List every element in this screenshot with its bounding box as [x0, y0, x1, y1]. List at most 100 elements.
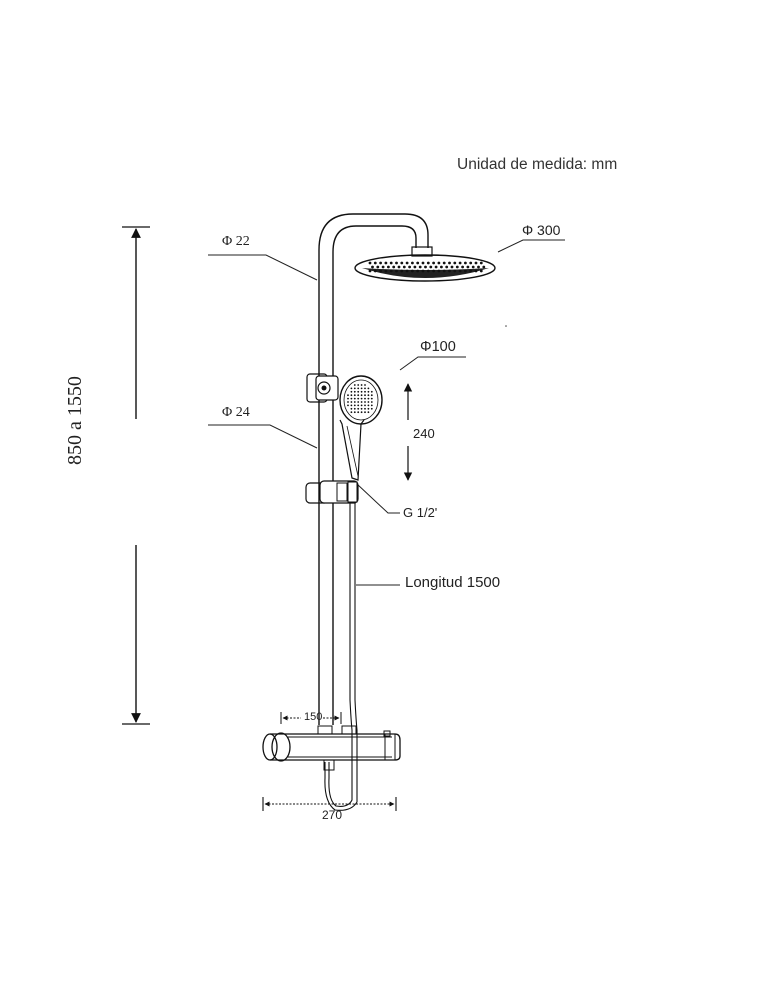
nozzle-dot — [448, 261, 451, 265]
nozzle-dot — [474, 269, 478, 273]
hand-nozzle-dot — [360, 407, 363, 410]
nozzle-dot — [453, 261, 457, 265]
nozzle-dot — [432, 269, 435, 273]
hand-nozzle-dot — [364, 411, 366, 414]
hand-nozzle-dot — [353, 404, 356, 407]
hand-nozzle-dot — [353, 384, 356, 386]
nozzle-dot — [418, 265, 422, 269]
nozzle-dot — [373, 261, 377, 265]
hand-nozzle-dot — [353, 387, 356, 390]
nozzle-dot — [405, 261, 409, 265]
nozzle-dot — [471, 265, 475, 269]
nozzle-dot — [464, 261, 467, 265]
nozzle-dot — [458, 269, 462, 273]
nozzle-dot — [411, 269, 414, 273]
hand-nozzle-dot — [350, 390, 353, 393]
center-distance-dimension — [280, 712, 342, 724]
hand-nozzle-dot — [350, 407, 353, 410]
hand-nozzle-dot — [350, 387, 353, 390]
mixer-width-dimension — [262, 797, 397, 811]
hand-nozzle-dot — [360, 404, 363, 407]
hand-nozzle-dot — [357, 390, 360, 393]
hand-nozzle-dot — [364, 387, 366, 390]
hand-nozzle-dot — [357, 394, 360, 397]
hand-nozzle-dot — [370, 404, 373, 407]
shower-nozzles — [368, 261, 486, 273]
hand-nozzle-dot — [364, 404, 366, 407]
hand-nozzle-dot — [367, 401, 370, 403]
nozzle-dot — [445, 265, 449, 269]
hand-nozzle-dot — [370, 397, 373, 400]
hand-nozzle-dot — [364, 394, 366, 397]
hand-nozzle-dot — [353, 411, 356, 414]
hand-nozzle-dot — [353, 401, 356, 403]
hand-nozzle-dot — [367, 404, 370, 407]
nozzle-dot — [461, 265, 464, 269]
nozzle-dot — [434, 265, 438, 269]
hand-nozzle-dot — [353, 394, 356, 397]
mixer-width-label: 270 — [322, 808, 343, 822]
center-distance-label: 150 — [304, 711, 323, 723]
riser-diameter-label: Φ 22 — [222, 234, 250, 249]
hand-nozzle-dot — [360, 394, 363, 397]
wall-bracket — [306, 373, 339, 403]
nozzle-dot — [400, 261, 404, 265]
nozzle-dot — [405, 269, 409, 273]
nozzle-dot — [477, 265, 480, 269]
nozzle-dot — [426, 269, 430, 273]
hand-nozzle-dot — [367, 387, 370, 390]
hand-nozzle-dot — [367, 394, 370, 397]
rain-shower-head — [354, 246, 496, 282]
nozzle-dot — [397, 265, 401, 269]
hand-nozzle-dot — [357, 384, 360, 386]
hand-nozzle-dot — [347, 401, 349, 403]
bar-diameter-label: Φ 24 — [222, 405, 250, 420]
hand-nozzle-dot — [350, 394, 353, 397]
nozzle-dot — [411, 261, 414, 265]
leader-lines — [208, 239, 565, 586]
hand-nozzle-dot — [347, 397, 349, 400]
nozzle-dot — [469, 261, 473, 265]
nozzle-dot — [448, 269, 451, 273]
hand-nozzle-dot — [364, 401, 366, 403]
hand-nozzle-dot — [367, 397, 370, 400]
hand-nozzle-dot — [353, 407, 356, 410]
nozzle-dot — [442, 261, 446, 265]
thermostatic-mixer — [262, 725, 401, 771]
hand-nozzle-dot — [350, 404, 353, 407]
nozzle-dot — [384, 269, 388, 273]
nozzle-dot — [381, 265, 385, 269]
hand-nozzle-dot — [357, 407, 360, 410]
nozzle-dot — [437, 261, 441, 265]
hand-nozzle-dot — [357, 387, 360, 390]
connection-label: G 1/2' — [403, 505, 438, 520]
hand-nozzle-dot — [357, 411, 360, 414]
hand-nozzle-dot — [357, 397, 360, 400]
hand-nozzle-dot — [360, 411, 363, 414]
nozzle-dot — [371, 265, 374, 269]
nozzle-dot — [421, 261, 425, 265]
hand-nozzle-dot — [347, 404, 349, 407]
nozzle-dot — [389, 261, 393, 265]
nozzle-dot — [421, 269, 425, 273]
hand-nozzle-dot — [370, 394, 373, 397]
nozzle-dot — [392, 265, 396, 269]
hand-nozzle-dot — [357, 401, 360, 403]
hand-nozzle-dot — [360, 390, 363, 393]
nozzle-dot — [479, 261, 483, 265]
nozzle-dot — [453, 269, 457, 273]
nozzle-dot — [368, 261, 372, 265]
nozzle-dot — [426, 261, 430, 265]
hand-nozzle-dot — [357, 404, 360, 407]
hand-nozzle-dot — [360, 401, 363, 403]
nozzle-dot — [437, 269, 441, 273]
hand-nozzle-dot — [353, 397, 356, 400]
height-range-label: 850 a 1550 — [64, 376, 86, 465]
slide-holder — [305, 480, 359, 504]
nozzle-dot — [432, 261, 435, 265]
hand-nozzle-dot — [364, 390, 366, 393]
nozzle-dot — [373, 269, 377, 273]
riser-pipe — [318, 213, 429, 725]
hand-shower-diameter-label: Φ100 — [420, 339, 456, 355]
